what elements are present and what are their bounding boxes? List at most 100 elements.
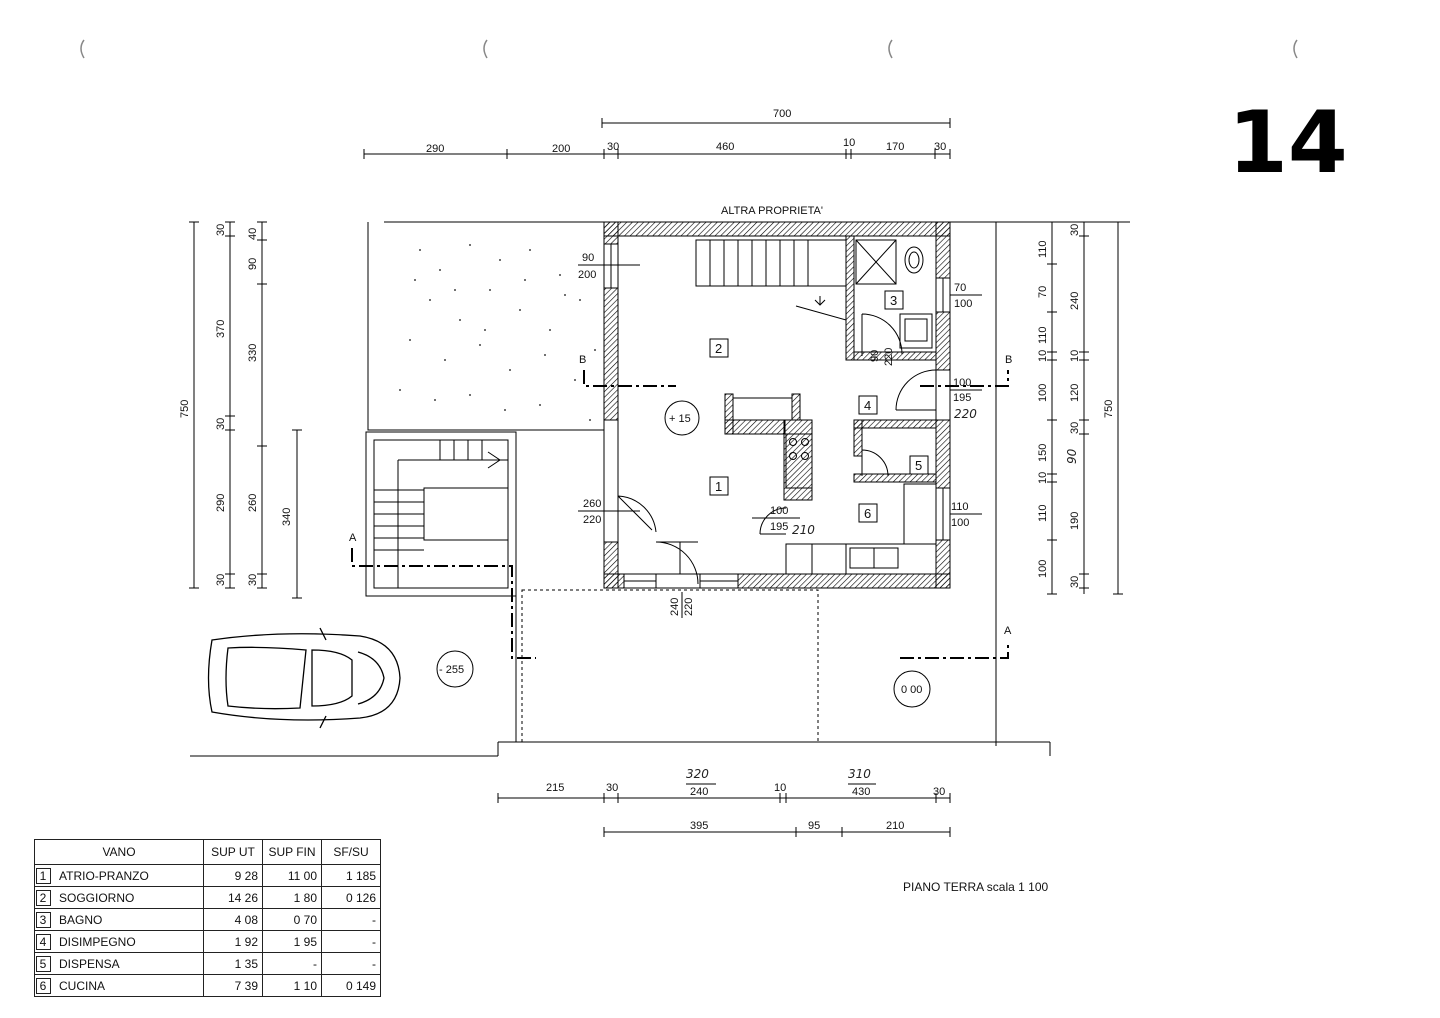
dim-right-inner: 100	[1037, 384, 1049, 402]
sup-fin: 1 10	[262, 974, 322, 997]
room-name: BAGNO	[51, 908, 204, 931]
opening-width: 70	[954, 282, 966, 294]
room-number: 4	[864, 398, 871, 413]
sup-ut: 14 26	[203, 886, 263, 909]
sup-fin: 0 70	[262, 908, 322, 931]
dim-right-mid: 240	[1069, 292, 1081, 310]
opening-height: 200	[578, 269, 596, 281]
handwritten-note: 220	[954, 407, 977, 421]
opening-width: 100	[953, 377, 971, 389]
room-number: 4	[35, 933, 51, 950]
dim-left-overall: 750	[179, 400, 191, 418]
dim-top: 170	[886, 141, 904, 153]
dim-left-stair: 340	[281, 508, 293, 526]
dim-bottom: 240	[690, 786, 708, 798]
room-name: DISPENSA	[51, 952, 204, 975]
section-mark: B	[579, 354, 586, 366]
sf-su: -	[321, 930, 381, 953]
opening-width: 90	[582, 252, 594, 264]
dim-left-inner: 260	[247, 494, 259, 512]
room-number: 6	[864, 506, 871, 521]
handwritten-note: 320	[686, 767, 709, 781]
sup-fin: 1 95	[262, 930, 322, 953]
section-mark: B	[1005, 354, 1012, 366]
car-icon	[207, 627, 401, 729]
room-number: 5	[915, 458, 922, 473]
dim-top: 460	[716, 141, 734, 153]
sup-ut: 4 08	[203, 908, 263, 931]
drawing-title: PIANO TERRA scala 1 100	[903, 880, 1049, 894]
opening-height: 220	[883, 348, 895, 366]
room-number: 1	[715, 479, 722, 494]
dim-right-inner: 110	[1037, 504, 1049, 522]
dim-right-mid: 10	[1069, 350, 1081, 362]
bottom-dimensions	[497, 783, 951, 837]
table-row: 4 DISIMPEGNO 1 92 1 95 -	[34, 930, 381, 953]
sheet-number: 14	[1228, 93, 1348, 193]
room-number: 1	[35, 867, 51, 884]
dim-left: 290	[215, 494, 227, 512]
dim-bottom-2: 95	[808, 820, 820, 832]
dim-right-overall: 750	[1103, 400, 1115, 418]
opening-height: 100	[951, 517, 969, 529]
room-name: ATRIO-PRANZO	[51, 864, 204, 887]
dim-top: 200	[552, 143, 570, 155]
elevation-marker	[893, 670, 931, 708]
sup-ut: 9 28	[203, 864, 263, 887]
external-walls	[603, 221, 951, 589]
col-sup-fin: SUP FIN	[262, 839, 322, 865]
dim-right-inner: 110	[1037, 240, 1049, 258]
table-header-row: VANO SUP UT SUP FIN SF/SU	[34, 839, 381, 865]
elevation-label: + 15	[669, 413, 691, 425]
dim-right-mid: 30	[1069, 224, 1081, 236]
elevation-marker	[664, 400, 700, 436]
bathroom-fixtures	[855, 239, 933, 349]
opening-fraction-lines	[578, 264, 982, 519]
dim-left: 30	[215, 224, 227, 236]
room-name: SOGGIORNO	[51, 886, 204, 909]
dim-bottom: 10	[774, 782, 786, 794]
room-number: 6	[35, 977, 51, 994]
room-name: DISIMPEGNO	[51, 930, 204, 953]
sf-su: 0 149	[321, 974, 381, 997]
dim-bottom: 215	[546, 782, 564, 794]
room-number-boxes	[709, 290, 929, 523]
opening-width: 240	[669, 598, 681, 616]
bar-counter	[732, 397, 793, 421]
sf-su: -	[321, 952, 381, 975]
handwritten-note: 210	[792, 523, 815, 537]
section-lines	[351, 370, 1009, 659]
opening-height: 195	[770, 521, 788, 533]
opening-width: 110	[951, 501, 969, 513]
door-swings	[617, 313, 937, 585]
room-area-table: VANO SUP UT SUP FIN SF/SU 1 ATRIO-PRANZO…	[34, 839, 381, 997]
room-name: CUCINA	[51, 974, 204, 997]
sup-ut: 7 39	[203, 974, 263, 997]
room-number: 2	[35, 889, 51, 906]
dim-left: 30	[215, 574, 227, 586]
dim-bottom-2: 395	[690, 820, 708, 832]
dim-bottom: 30	[933, 786, 945, 798]
table-row: 5 DISPENSA 1 35 - -	[34, 952, 381, 975]
col-sf-su: SF/SU	[321, 839, 381, 865]
internal-walls	[724, 235, 937, 501]
sf-su: 1 185	[321, 864, 381, 887]
punch-marks	[80, 39, 1298, 59]
table-row: 2 SOGGIORNO 14 26 1 80 0 126	[34, 886, 381, 909]
boundary-lines	[190, 222, 1051, 757]
dim-left-inner: 40	[247, 228, 259, 240]
dim-top: 30	[607, 141, 619, 153]
right-dimensions	[1047, 221, 1123, 595]
section-mark: A	[1004, 625, 1012, 637]
left-dimensions	[189, 221, 302, 599]
opening-height: 220	[583, 514, 601, 526]
col-vano: VANO	[34, 839, 204, 865]
opening-height: 220	[683, 598, 695, 616]
opening-width: 90	[869, 350, 881, 362]
dim-bottom: 430	[852, 786, 870, 798]
dim-bottom-2: 210	[886, 820, 904, 832]
sup-ut: 1 92	[203, 930, 263, 953]
sf-su: 0 126	[321, 886, 381, 909]
kitchen-fixtures	[785, 433, 937, 575]
